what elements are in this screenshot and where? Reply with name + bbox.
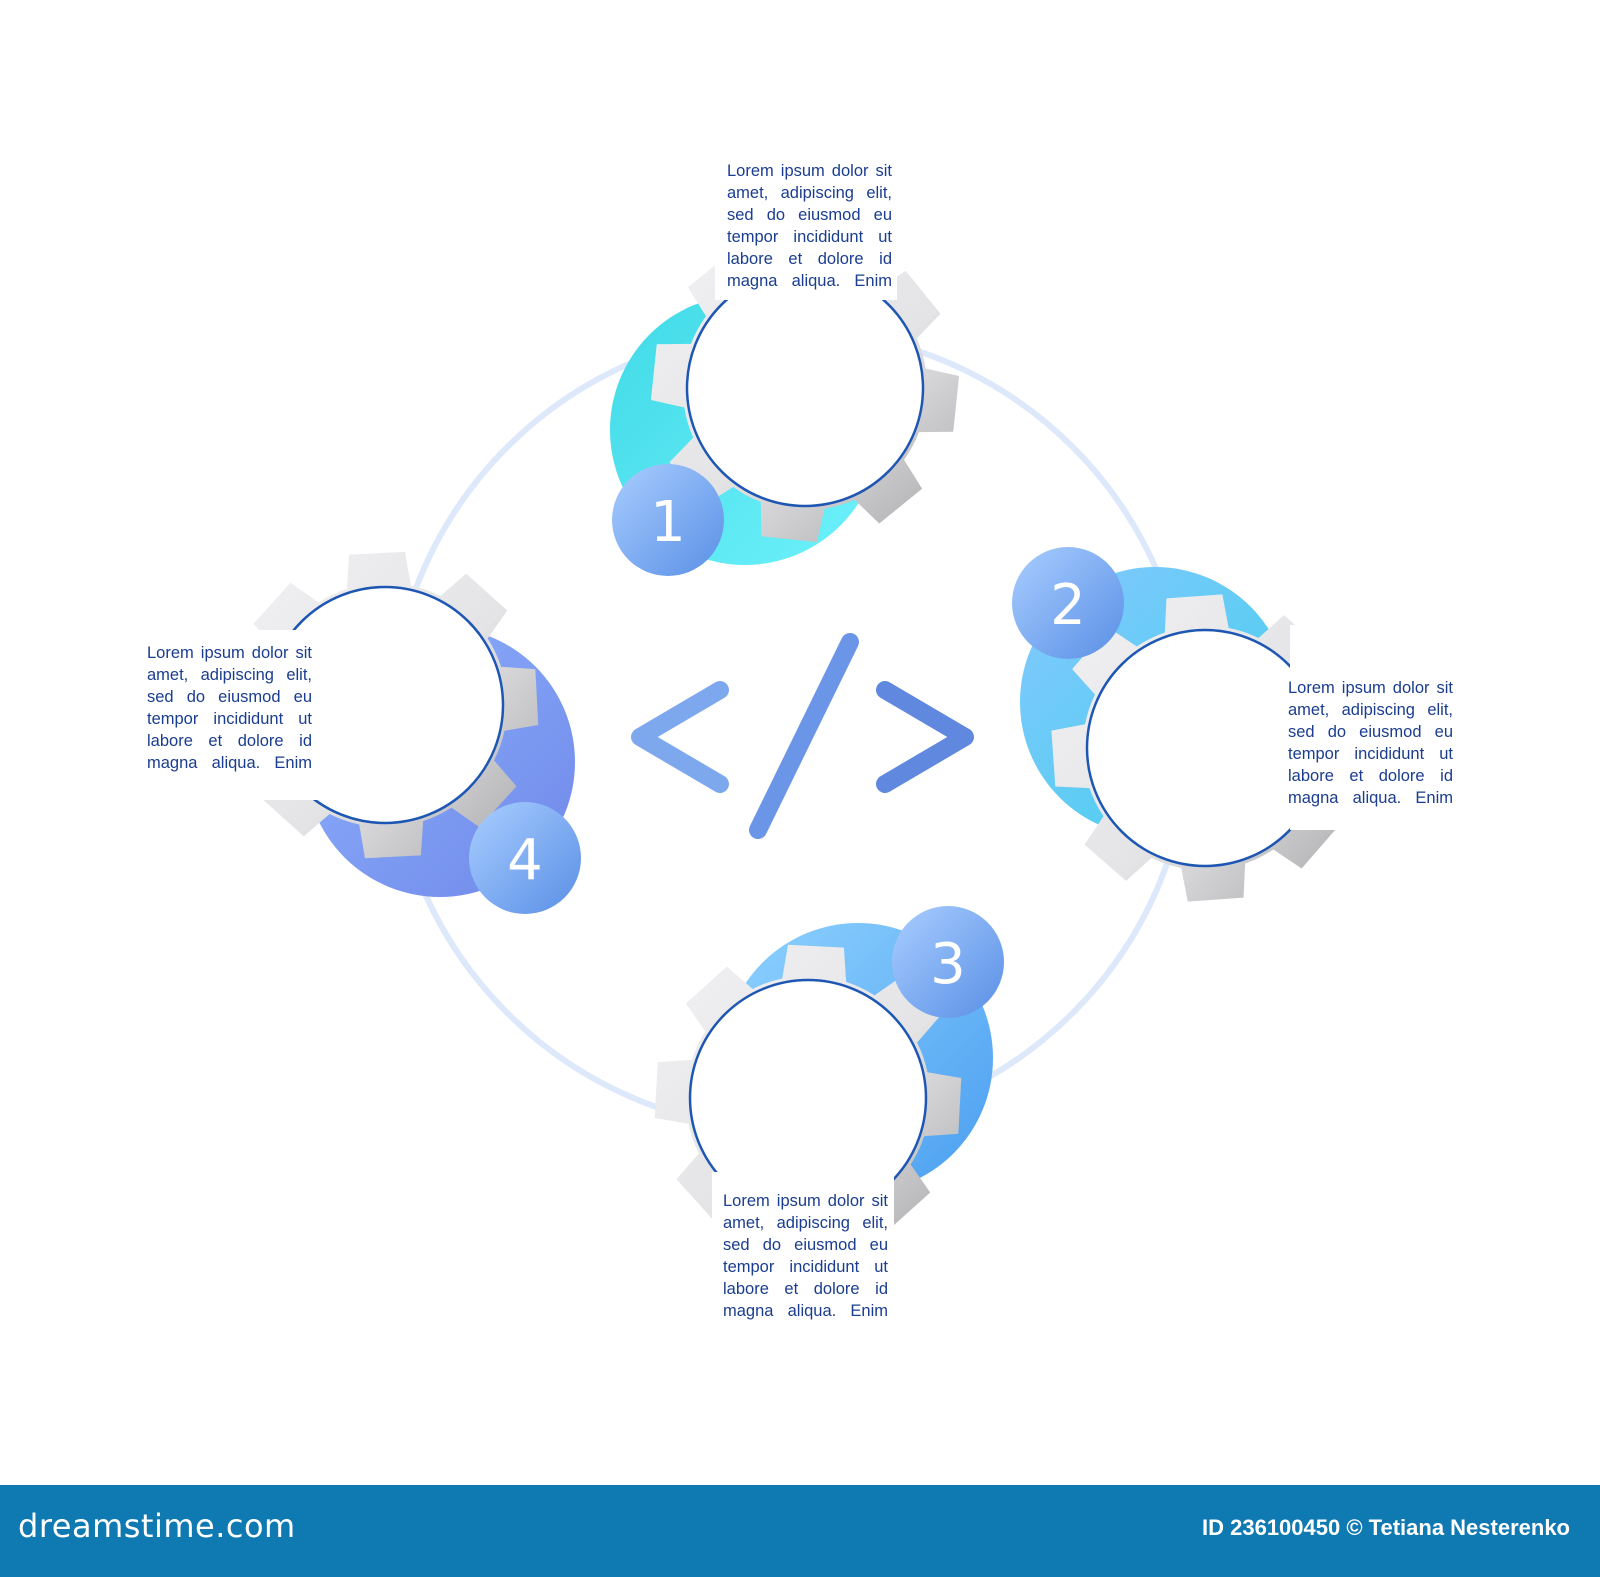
watermark-footer: dreamstime.com ID 236100450 © Tetiana Ne… [0, 1485, 1600, 1577]
process-diagram: 1 2 3 4 [135, 150, 1460, 1332]
step-3-group: 3 [648, 906, 1004, 1332]
footer-logo: dreamstime.com [18, 1507, 296, 1545]
step-2-group: 2 [1012, 547, 1460, 911]
step-3-text: Lorem ipsum dolor sit amet, adipiscing e… [723, 1192, 888, 1320]
step-2-number: 2 [1050, 573, 1086, 638]
step-3-number: 3 [930, 932, 966, 997]
step-4-text: Lorem ipsum dolor sit amet, adipiscing e… [147, 644, 312, 772]
step-2-text: Lorem ipsum dolor sit amet, adipiscing e… [1288, 679, 1453, 807]
step-4-number: 4 [507, 828, 543, 893]
step-4-text-bg [135, 630, 325, 800]
step-3-badge [892, 906, 1004, 1018]
footer-credit: ID 236100450 © Tetiana Nesterenko [1202, 1515, 1570, 1540]
step-4-badge [469, 802, 581, 914]
step-1-number: 1 [650, 490, 686, 555]
step-4-group: 4 [135, 545, 581, 914]
step-1-hole [685, 268, 925, 508]
step-3-text-bg [712, 1172, 894, 1332]
code-brackets-icon [631, 633, 974, 839]
step-1-group: 1 [610, 150, 973, 576]
step-2-badge [1012, 547, 1124, 659]
step-1-badge [612, 464, 724, 576]
step-1-text-bg [715, 150, 897, 300]
step-2-text-bg [1290, 625, 1460, 830]
step-1-text: Lorem ipsum dolor sit amet, adipiscing e… [727, 162, 892, 290]
